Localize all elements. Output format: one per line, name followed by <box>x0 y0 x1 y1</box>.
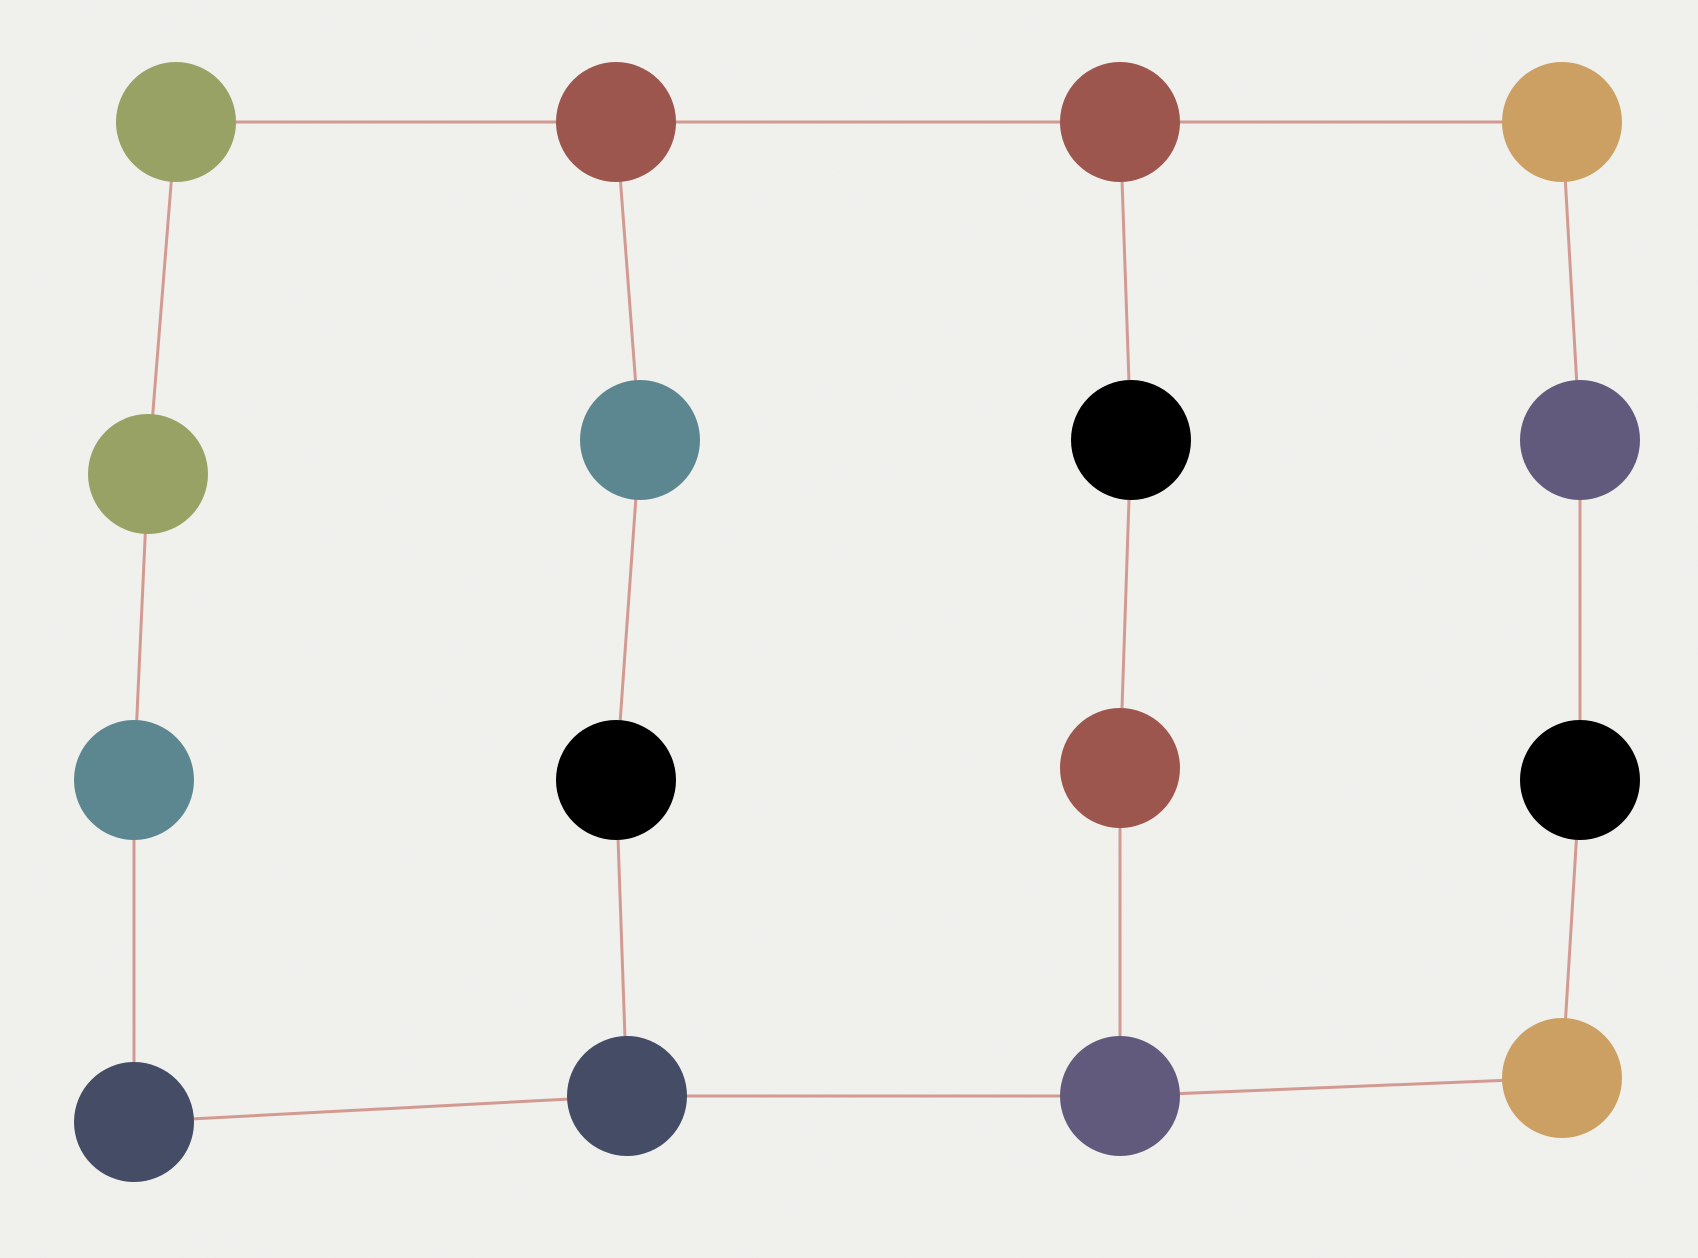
dot-gold-r4c4[interactable] <box>1502 1018 1622 1138</box>
dot-black-r3c4[interactable] <box>1520 720 1640 840</box>
dot-olive-r2c1[interactable] <box>88 414 208 534</box>
dot-red-r1c2[interactable] <box>556 62 676 182</box>
link-line <box>1118 1076 1564 1098</box>
dot-gold-r1c4[interactable] <box>1502 62 1622 182</box>
dot-teal-r3c1[interactable] <box>74 720 194 840</box>
dots-layer <box>74 62 1640 1182</box>
link-line <box>132 1094 629 1124</box>
dot-purple-r4c3[interactable] <box>1060 1036 1180 1156</box>
dot-red-r1c3[interactable] <box>1060 62 1180 182</box>
dot-black-r3c2[interactable] <box>556 720 676 840</box>
dot-black-r2c3[interactable] <box>1071 380 1191 500</box>
dot-red-r3c3[interactable] <box>1060 708 1180 828</box>
dot-teal-r2c2[interactable] <box>580 380 700 500</box>
dot-olive-r1c1[interactable] <box>116 62 236 182</box>
dot-navy-r4c1[interactable] <box>74 1062 194 1182</box>
dot-navy-r4c2[interactable] <box>567 1036 687 1156</box>
dot-purple-r2c4[interactable] <box>1520 380 1640 500</box>
